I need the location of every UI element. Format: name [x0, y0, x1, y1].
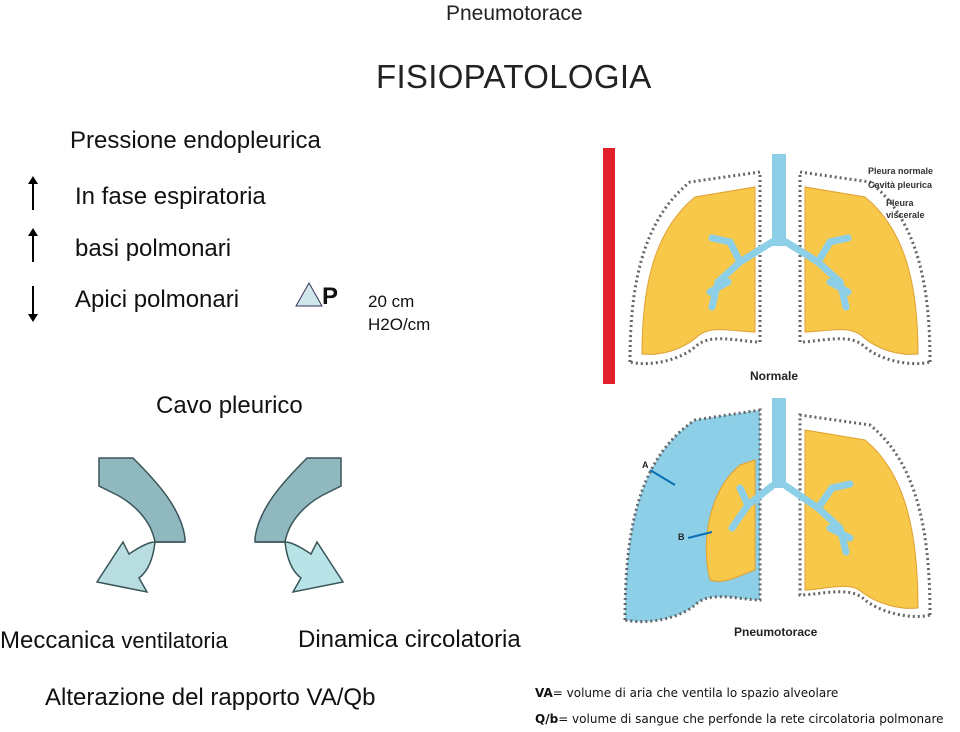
page-title: FISIOPATOLOGIA [376, 58, 652, 95]
label-b: B [678, 532, 685, 542]
delta-icon [295, 282, 323, 307]
cavo-label: Cavo pleurico [156, 392, 303, 419]
delta-p-letter: P [322, 283, 339, 310]
arrow-up-icon [28, 228, 38, 262]
meccanica-word: ventilatoria [121, 628, 228, 653]
normal-lung-illustration: Pleura normale Cavità pleurica Pleura vi… [600, 142, 960, 387]
label-pleura-normale: Pleura normale [868, 166, 933, 176]
legend: VA= volume di aria che ventila lo spazio… [535, 680, 944, 732]
dinamica-label: Dinamica circolatoria [298, 626, 521, 653]
label-cavita: Cavità pleurica [868, 180, 933, 190]
pressure-unit: H2O/cm [368, 315, 431, 334]
label-viscerale: viscerale [886, 210, 925, 220]
pressure-value: 20 cm [368, 292, 415, 311]
meccanica-prefix: Meccanica [0, 627, 115, 654]
row-basi: basi polmonari [75, 235, 232, 262]
row-espiratoria: In fase espiratoria [75, 183, 266, 210]
row-apici: Apici polmonari [75, 286, 240, 313]
curved-arrow-left-icon [95, 457, 186, 594]
pneumothorax-illustration: A B Pneumotorace [600, 390, 960, 655]
header-title: Pneumotorace [446, 2, 583, 25]
arrow-up-icon [28, 176, 38, 210]
caption-pneumotorace: Pneumotorace [734, 625, 818, 639]
meccanica-label: Meccanica ventilatoria [0, 627, 228, 655]
legend-qb: Q/b= volume di sangue che perfonde la re… [535, 712, 944, 726]
caption-normale: Normale [750, 369, 798, 383]
arrow-down-icon [28, 286, 38, 322]
label-a: A [642, 460, 649, 470]
legend-va: VA= volume di aria che ventila lo spazio… [535, 686, 839, 700]
alterazione-label: Alterazione del rapporto VA/Qb [45, 684, 376, 711]
curved-arrow-right-icon [254, 457, 345, 594]
label-pleura: Pleura [886, 198, 915, 208]
pressure-heading: Pressione endopleurica [70, 127, 321, 154]
